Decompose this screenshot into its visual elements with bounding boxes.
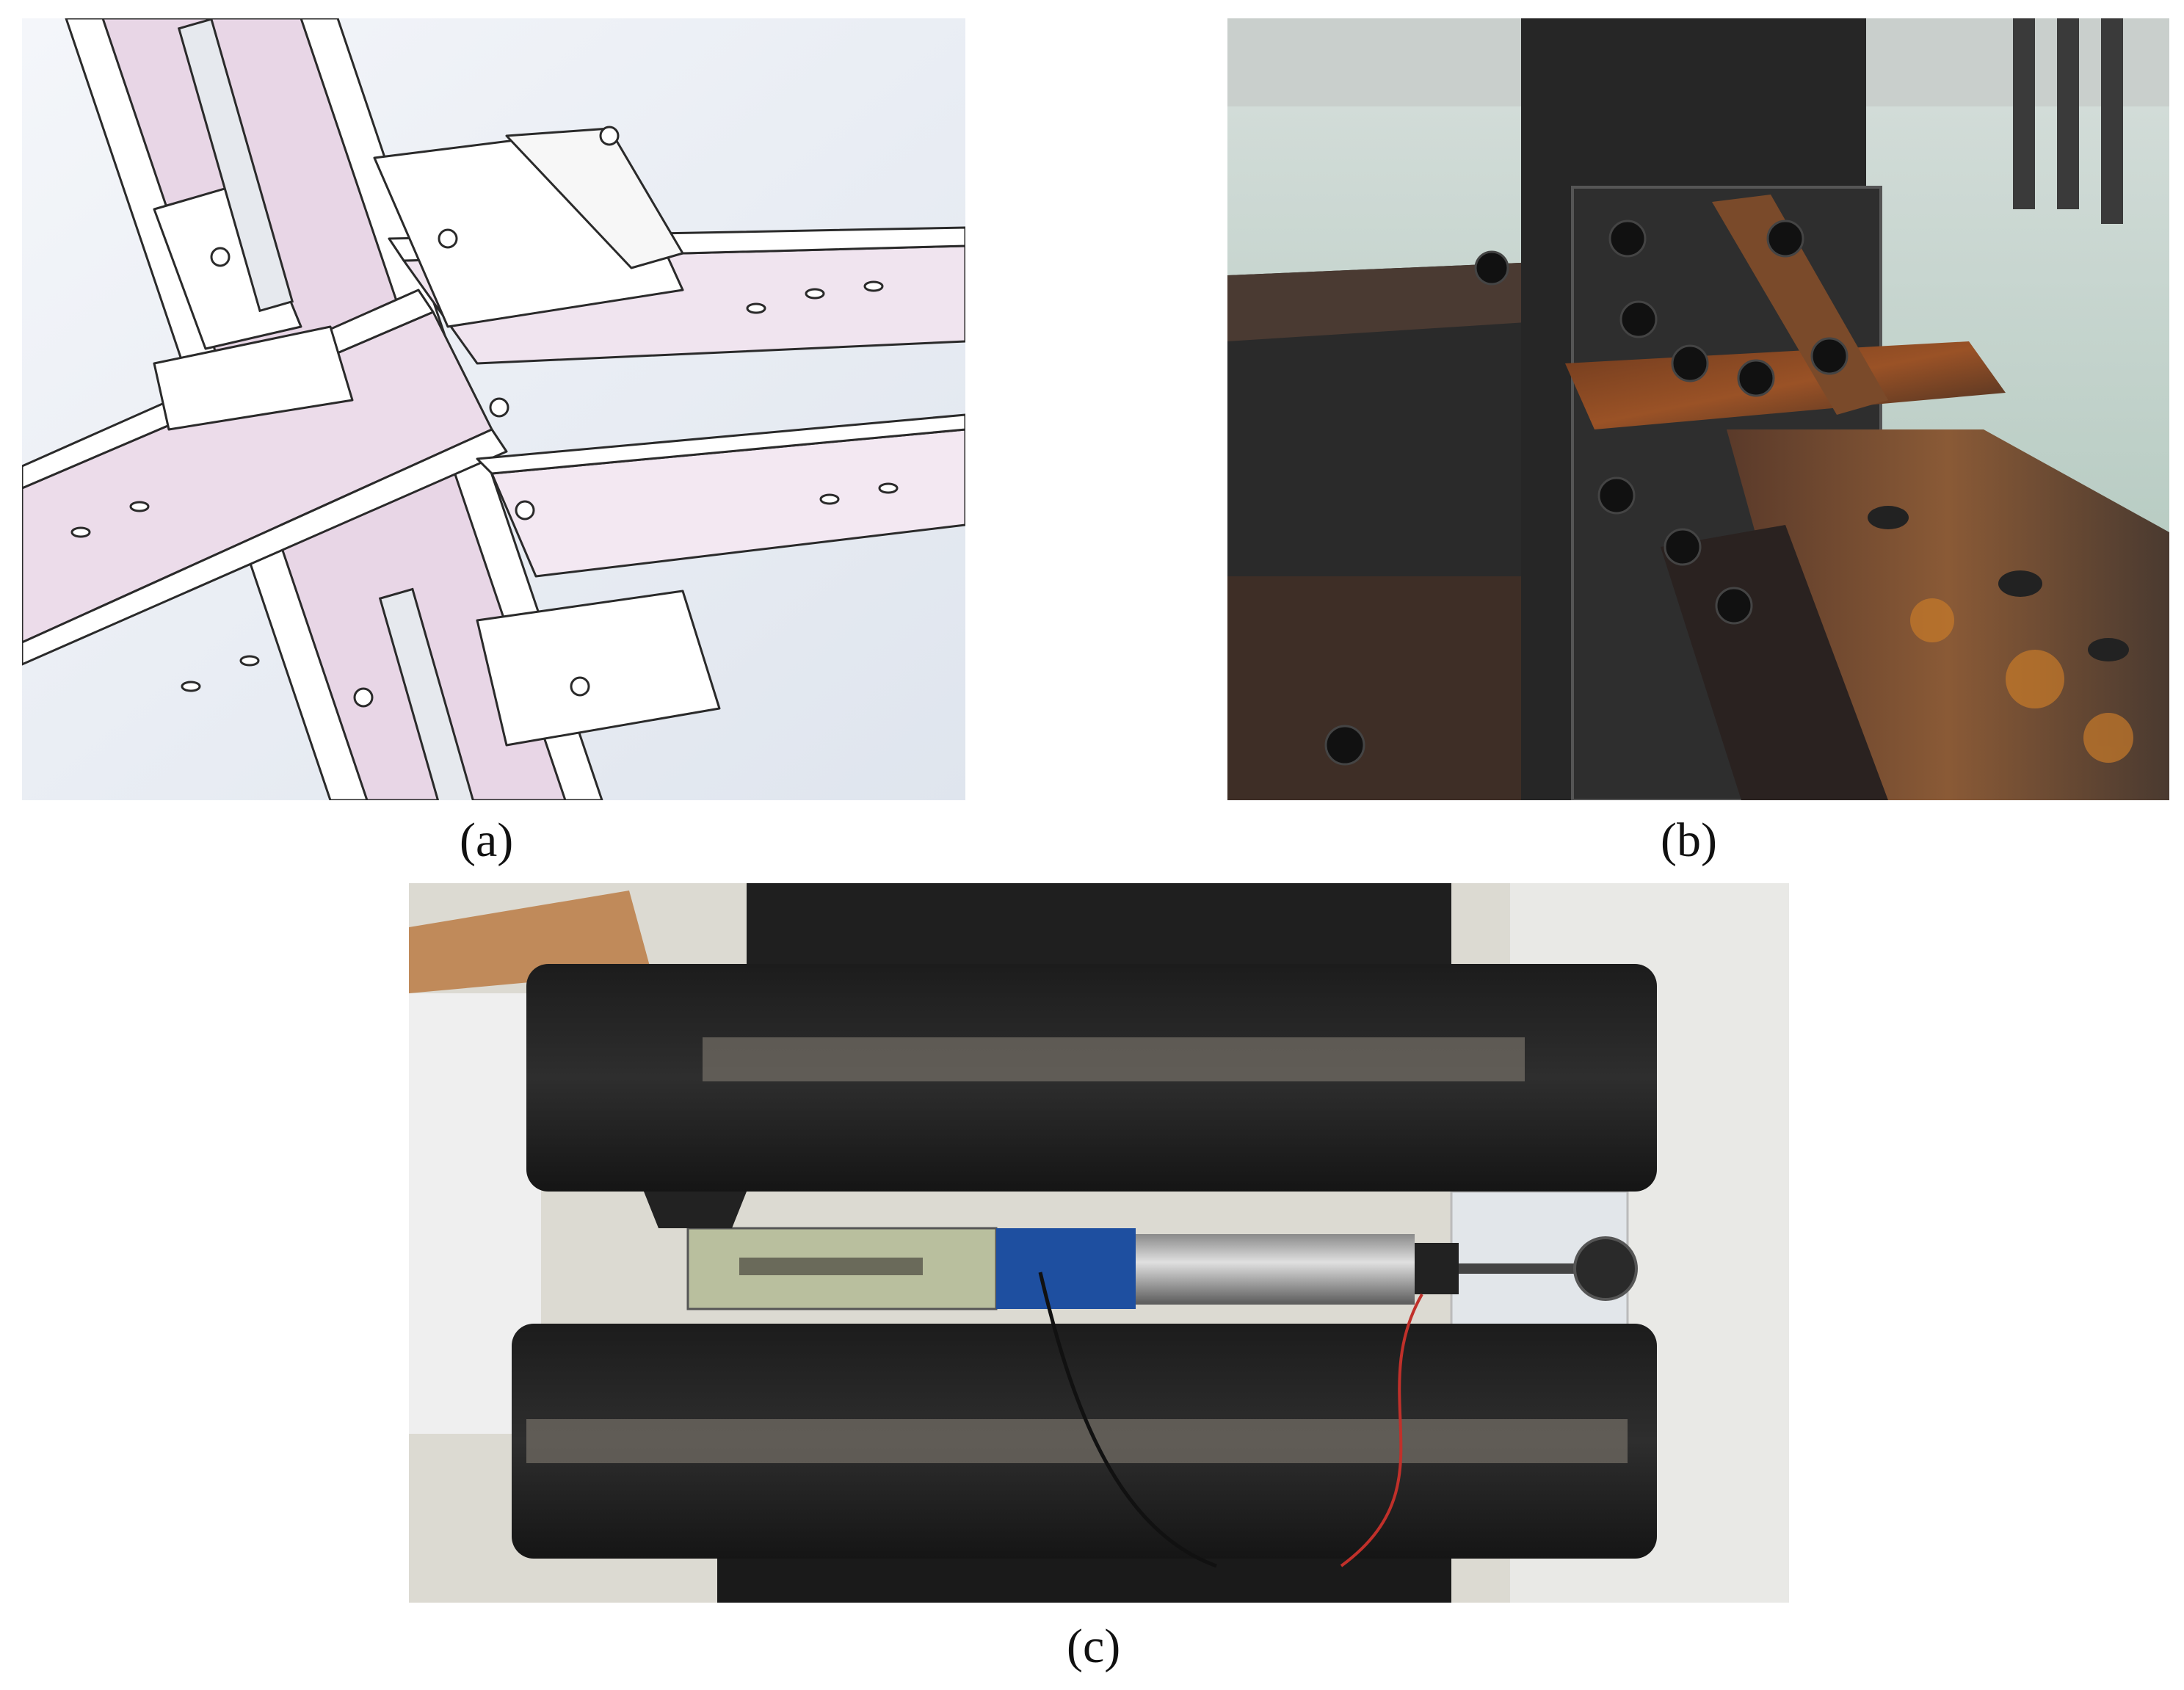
cad-joint-drawing	[22, 18, 965, 800]
beam-left-bottom-flange	[22, 428, 508, 666]
bolt-hole	[746, 302, 766, 314]
sensor-cylinder	[1136, 1234, 1415, 1305]
bolt-hole	[489, 397, 509, 418]
panel-a-cad-model	[22, 18, 965, 800]
rust-spot	[2006, 650, 2064, 708]
bolt	[1810, 337, 1849, 375]
lvdt-scale-slot	[739, 1258, 923, 1275]
bolt	[1671, 344, 1709, 382]
sensor-end-cap	[1415, 1243, 1459, 1294]
bolt-hole	[1868, 506, 1909, 529]
bolt-hole	[129, 501, 150, 512]
bolt-hole	[570, 676, 590, 697]
sensor-cable	[1038, 1272, 1217, 1568]
bolt-hole	[599, 126, 620, 146]
panel-c-sensor-photo	[409, 883, 1789, 1603]
left-beam-lower	[1227, 576, 1572, 800]
rack-post	[2101, 18, 2123, 224]
upper-bracket	[644, 1192, 747, 1228]
bolt	[1715, 587, 1753, 625]
joint-photo-drawing	[1227, 18, 2169, 800]
bottom-seat	[476, 590, 721, 747]
hinge-bracket	[1573, 1236, 1638, 1301]
panel-b-joint-photo	[1227, 18, 2169, 800]
triangular-stiffener	[505, 127, 684, 269]
bolt	[1608, 220, 1647, 258]
panel-a-label: (a)	[460, 813, 514, 867]
bolt	[1737, 359, 1775, 397]
bolt-hole	[70, 526, 91, 538]
column-top	[747, 883, 1451, 964]
bolt-hole	[863, 280, 884, 292]
bolt	[1619, 300, 1658, 338]
sensor-wire	[1340, 1294, 1423, 1567]
bolt-hole	[353, 687, 374, 708]
bolt	[1474, 250, 1509, 286]
bolt-hole	[1998, 570, 2042, 597]
bolt-hole	[210, 247, 231, 267]
weld-mark	[703, 1037, 1525, 1081]
bolt-hole	[515, 500, 535, 521]
sensor-photo-drawing	[409, 883, 1789, 1603]
bolt-hole	[878, 482, 899, 494]
rust-spot	[2083, 713, 2133, 763]
beam-right-lower-flange	[476, 413, 965, 475]
bolt-hole	[2088, 638, 2129, 661]
connection-plate-lower	[153, 325, 354, 431]
bottom-angle	[1661, 525, 1888, 800]
sensor-blue-collar	[996, 1228, 1136, 1309]
rod-upper	[177, 18, 294, 313]
bolt	[1766, 220, 1804, 258]
bolt-hole	[239, 655, 260, 667]
bolt	[1597, 476, 1636, 515]
bolt-hole	[819, 493, 840, 505]
rust-spot	[1910, 598, 1954, 642]
bolt-hole	[805, 288, 825, 300]
rod-lower	[378, 587, 475, 800]
bolt-hole	[438, 228, 458, 249]
bolt	[1324, 725, 1365, 766]
panel-c-label: (c)	[1067, 1620, 1121, 1673]
column-bottom	[717, 1559, 1451, 1603]
rack-post	[2057, 18, 2079, 209]
weld-mark	[526, 1419, 1628, 1463]
bolt	[1664, 528, 1702, 566]
rack-post	[2013, 18, 2035, 209]
panel-b-label: (b)	[1661, 813, 1717, 867]
bolt-hole	[181, 681, 201, 692]
